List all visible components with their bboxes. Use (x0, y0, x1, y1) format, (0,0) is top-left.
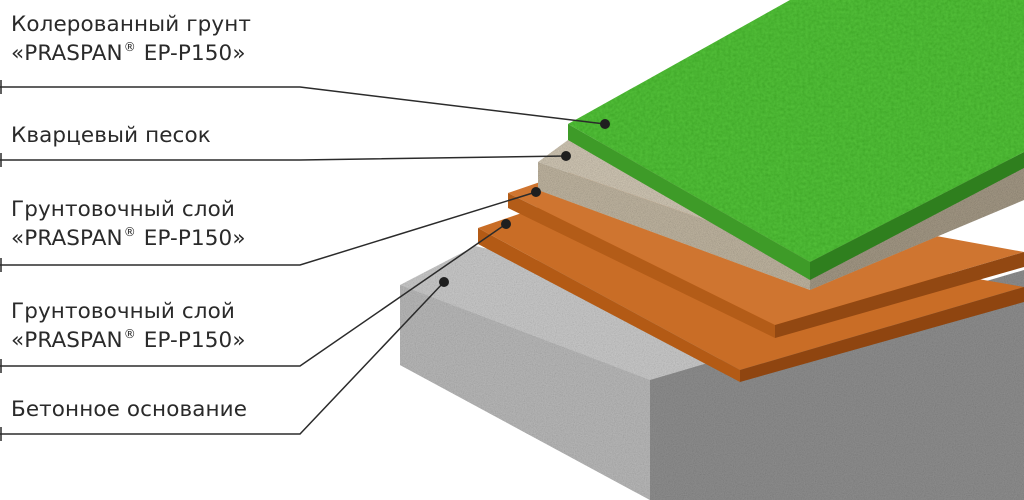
leader-lines (0, 80, 606, 441)
primer-lower-front-face (478, 228, 740, 382)
brand-name: «PRASPAN (11, 41, 123, 66)
leader-line-primer-upper (0, 191, 537, 266)
label-green-coat-product: «PRASPAN® EP-P150» (11, 39, 251, 68)
registered-mark: ® (123, 327, 136, 341)
leader-line-green-coat (0, 86, 606, 125)
green-top-face (568, 0, 1024, 262)
label-primer-lower-title: Грунтовочный слой (11, 299, 235, 324)
label-quartz-sand-title: Кварцевый песок (11, 123, 211, 148)
label-primer-upper-product: «PRASPAN® EP-P150» (11, 224, 246, 253)
concrete-base-block (400, 246, 1024, 500)
leader-dot-primer-lower (501, 219, 511, 229)
label-green-coat: Колерованный грунт «PRASPAN® EP-P150» (11, 10, 251, 68)
leader-line-concrete (0, 281, 445, 435)
registered-mark: ® (123, 40, 136, 54)
product-code: EP-P150» (143, 226, 246, 251)
label-quartz-sand: Кварцевый песок (11, 121, 211, 150)
leader-dots (439, 119, 610, 287)
product-code: EP-P150» (143, 41, 246, 66)
leader-dot-primer-upper (531, 187, 541, 197)
label-concrete: Бетонное основание (11, 395, 247, 424)
primer-upper-front-face (508, 193, 775, 338)
brand-name: «PRASPAN (11, 226, 123, 251)
leader-dot-quartz-sand (561, 151, 571, 161)
label-primer-lower: Грунтовочный слой «PRASPAN® EP-P150» (11, 297, 246, 355)
registered-mark: ® (123, 225, 136, 239)
label-green-coat-title: Колерованный грунт (11, 12, 251, 37)
sand-front-face (538, 162, 810, 290)
primer-lower-side-face (740, 287, 1024, 382)
leader-dot-green-coat (600, 119, 610, 129)
leader-line-primer-lower (0, 223, 507, 367)
green-front-face (568, 124, 810, 280)
brand-name: «PRASPAN (11, 328, 123, 353)
leader-dot-concrete (439, 277, 449, 287)
label-concrete-title: Бетонное основание (11, 397, 248, 422)
primer-upper-side-face (775, 252, 1024, 338)
concrete-front-face (400, 285, 650, 500)
label-primer-upper-title: Грунтовочный слой (11, 197, 235, 222)
label-primer-upper: Грунтовочный слой «PRASPAN® EP-P150» (11, 195, 246, 253)
green-coat-layer (568, 0, 1024, 280)
leader-line-quartz-sand (0, 155, 567, 161)
label-primer-lower-product: «PRASPAN® EP-P150» (11, 326, 246, 355)
green-side-face (810, 152, 1024, 280)
product-code: EP-P150» (143, 328, 246, 353)
